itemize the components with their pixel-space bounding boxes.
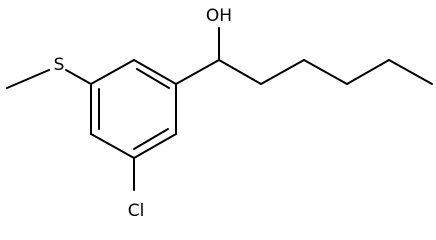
bond-ring-to-sulfur: [65, 69, 92, 85]
ring-bond-bottom-left: [90, 133, 135, 159]
bond-sulfur-to-methyl: [6, 69, 50, 89]
ring-bond-bottom-right: [133, 133, 177, 159]
chlorine-label: Cl: [128, 201, 145, 221]
ring-double-bond-inner-bottom: [133, 128, 169, 150]
pentyl-chain: [218, 59, 433, 85]
ring-bond-top-right: [133, 59, 177, 85]
hydroxyl-label: OH: [206, 6, 232, 26]
chain-bond-5: [388, 59, 433, 85]
chain-bond-3: [303, 59, 348, 85]
sulfur-label: S: [54, 55, 65, 75]
chain-bond-4: [346, 59, 390, 85]
chain-bond-2: [260, 59, 305, 85]
bond-ring-to-carbinol: [175, 59, 220, 85]
ring-bond-top-left: [90, 59, 135, 85]
ring-double-bond-inner-top-right: [136, 68, 170, 89]
benzene-ring: [90, 59, 177, 159]
chain-bond-1: [218, 59, 262, 85]
chemical-structure-diagram: OH S Cl: [6, 6, 433, 221]
